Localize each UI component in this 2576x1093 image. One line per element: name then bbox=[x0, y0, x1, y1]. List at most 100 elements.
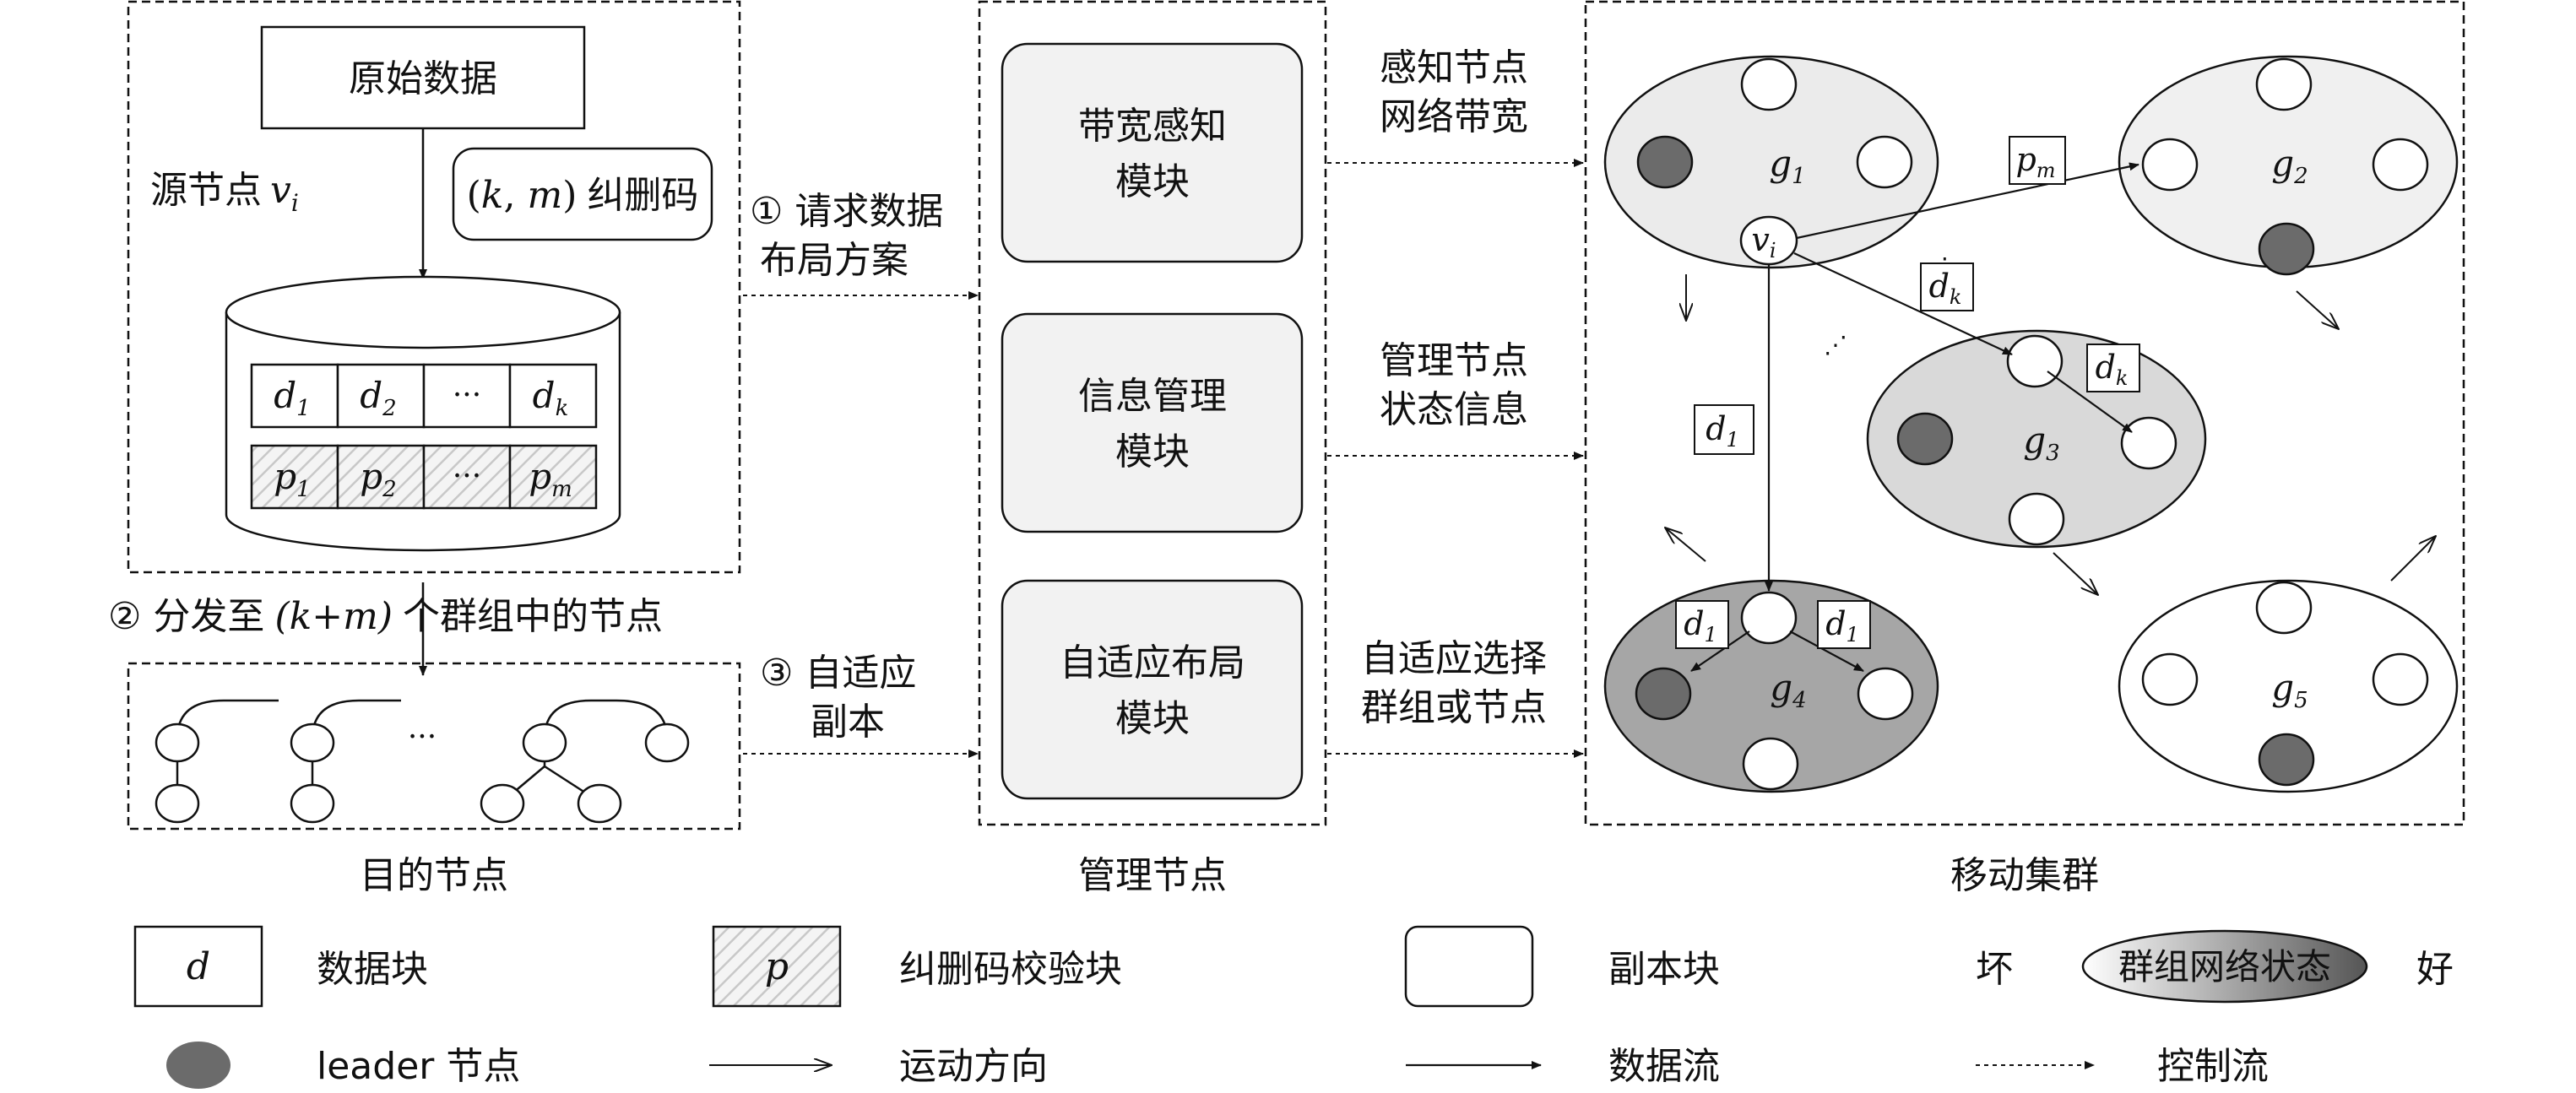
leader-node bbox=[1635, 667, 1692, 721]
flow-block-text: d1 bbox=[1706, 410, 1739, 452]
module-subtitle: 模块 bbox=[1115, 430, 1190, 473]
legend-motion-label: 运动方向 bbox=[899, 1045, 1048, 1088]
group-g2: g2 bbox=[2118, 55, 2459, 276]
group-label: g2 bbox=[2271, 143, 2308, 189]
flow-block-text: d1 bbox=[1825, 605, 1859, 647]
motion-arrow-g5 bbox=[2390, 536, 2436, 582]
dots-near-g3: ⋰ bbox=[1824, 331, 1847, 359]
data-block-label: d1 bbox=[274, 375, 310, 421]
legend-good: 好 bbox=[2416, 948, 2454, 991]
flow-block-label: d1 bbox=[1675, 600, 1729, 649]
flow-block-label: dk bbox=[1920, 262, 1974, 311]
flow-block-text: pm bbox=[2015, 141, 2055, 182]
management-caption: 管理节点 bbox=[1078, 854, 1227, 897]
flow-label-line2: 状态信息 bbox=[1380, 388, 1528, 431]
flow-vi-to-g3 bbox=[1793, 252, 2013, 355]
flow-label-line1: 感知节点 bbox=[1380, 46, 1528, 89]
replica-node bbox=[2255, 57, 2313, 111]
parity-block-cell bbox=[336, 444, 426, 510]
legend-leader-label: leader 节点 bbox=[317, 1045, 520, 1088]
source-node-vi-label: vi bbox=[1751, 221, 1776, 262]
legend: d 数据块 p 纠删码校验块 副本块 坏 群组网络状态 好 leader 节点 … bbox=[133, 925, 2454, 1089]
replica-node bbox=[1857, 667, 1914, 721]
parity-block-label: p1 bbox=[274, 456, 310, 502]
legend-replica-block bbox=[1404, 925, 1534, 1008]
legend-parity-block-label: 纠删码校验块 bbox=[899, 948, 1122, 991]
parity-block-label: pm bbox=[529, 456, 572, 502]
flow-block-label: d1 bbox=[1694, 404, 1754, 455]
replica-node bbox=[1742, 737, 1799, 791]
dest-node bbox=[290, 783, 335, 824]
parity-block-label: p2 bbox=[360, 456, 396, 502]
legend-data-block-label: 数据块 bbox=[317, 948, 428, 991]
step3-label-line1: ③ 自适应 bbox=[760, 652, 916, 695]
parity-block-cell bbox=[422, 444, 512, 510]
flow-block-text: d1 bbox=[1684, 605, 1717, 647]
module-subtitle: 模块 bbox=[1115, 697, 1190, 740]
legend-data-flow-label: 数据流 bbox=[1608, 1045, 1720, 1088]
replica-node bbox=[2006, 334, 2064, 388]
motion-arrow-g4 bbox=[1665, 528, 1706, 562]
replica-node bbox=[2120, 416, 2177, 470]
replica-node bbox=[1740, 591, 1798, 645]
source-node-vi bbox=[1739, 215, 1798, 266]
legend-parity-block bbox=[712, 925, 842, 1008]
group-ellipse bbox=[1603, 55, 1939, 269]
legend-bad: 坏 bbox=[1976, 948, 2013, 991]
module-subtitle: 模块 bbox=[1115, 160, 1190, 203]
replica-node bbox=[2141, 138, 2199, 192]
replica-node bbox=[2008, 492, 2065, 546]
replica-node bbox=[2372, 138, 2429, 192]
group-g5: g5 bbox=[2118, 579, 2459, 793]
parity-block-cell bbox=[508, 444, 598, 510]
leader-node bbox=[2258, 733, 2315, 787]
group-g1: g1 bbox=[1603, 55, 1939, 269]
legend-network-state: 群组网络状态 bbox=[2118, 946, 2331, 987]
flow-label-line2: 群组或节点 bbox=[1361, 686, 1547, 729]
legend-parity-block-symbol: p bbox=[765, 945, 789, 988]
dest-node bbox=[522, 722, 567, 763]
cluster-data-flows bbox=[1690, 162, 2139, 672]
data-block-ellipsis: ··· bbox=[453, 378, 481, 413]
erasure-code-box bbox=[452, 147, 713, 241]
destination-panel: ··· bbox=[127, 662, 741, 831]
cluster-caption: 移动集群 bbox=[1950, 854, 2099, 897]
flow-g4-right bbox=[1789, 630, 1864, 672]
motion-arrow-g3 bbox=[2053, 552, 2098, 595]
flow-vi-to-g2 bbox=[1796, 162, 2139, 240]
flow-block-label: dk bbox=[2086, 344, 2140, 392]
step3-label-line2: 副本 bbox=[811, 701, 885, 744]
flow-block-text: dk bbox=[1929, 268, 1962, 309]
legend-data-block bbox=[133, 925, 263, 1008]
data-block-cell bbox=[422, 363, 512, 429]
flow-block-label: d1 bbox=[1817, 600, 1871, 649]
data-block-label: dk bbox=[533, 375, 569, 421]
legend-control-flow-label: 控制流 bbox=[2157, 1045, 2269, 1088]
step2-label: ② 分发至(k+m)个群组中的节点 bbox=[108, 595, 663, 638]
dest-ellipsis: ··· bbox=[408, 720, 437, 755]
legend-data-block-symbol: d bbox=[187, 945, 210, 988]
group-label: g1 bbox=[1769, 143, 1805, 189]
data-block-cell bbox=[250, 363, 339, 429]
module-title: 信息管理 bbox=[1078, 375, 1227, 418]
leader-node bbox=[2258, 222, 2315, 276]
destination-tree bbox=[155, 699, 690, 824]
data-block-cell bbox=[508, 363, 598, 429]
raw-data-label: 原始数据 bbox=[349, 57, 497, 100]
legend-leader-node bbox=[166, 1042, 230, 1089]
flow-block-text: dk bbox=[2096, 349, 2129, 390]
module-title: 自适应布局 bbox=[1060, 641, 1245, 684]
motion-arrow-g2 bbox=[2296, 290, 2339, 329]
replica-node bbox=[2255, 581, 2313, 635]
dest-node bbox=[480, 783, 525, 824]
motion-arrows bbox=[1665, 274, 2436, 595]
erasure-code-label: (k, m)纠删码 bbox=[467, 174, 699, 217]
dest-node bbox=[155, 783, 200, 824]
legend-network-state-gradient bbox=[2081, 929, 2368, 1004]
legend-replica-block-label: 副本块 bbox=[1608, 948, 1720, 991]
